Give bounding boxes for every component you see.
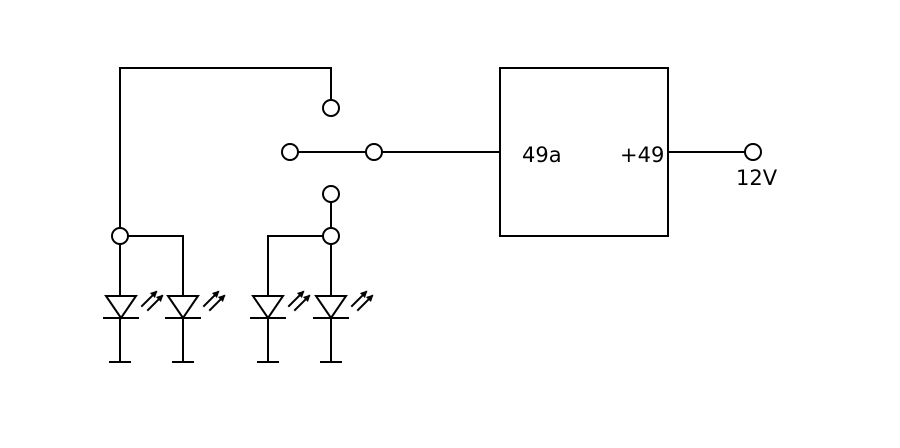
right-led-bus-wire [267,235,332,297]
switch-contact-bottom [322,185,340,203]
supply-terminal [744,143,762,161]
switch-contact-common [365,143,383,161]
diode-triangle [314,295,348,320]
light-arrow [140,290,158,308]
switch-contact-top [322,99,340,117]
supply-voltage-label: 12V [736,166,778,190]
top-feed-wire [119,67,332,237]
relay-output-label: +49 [620,143,664,167]
switch-contact-left [281,143,299,161]
led-1 [103,290,164,363]
light-arrow [356,294,374,312]
led-2 [165,290,226,363]
diode-triangle [166,295,200,320]
left-junction-terminal [111,227,129,245]
light-arrow [293,294,311,312]
light-arrow [208,294,226,312]
diode-triangle [251,295,285,320]
relay-input-label: 49a [522,143,562,167]
light-arrow [287,290,305,308]
led-4 [313,290,374,363]
relay-box [499,67,669,237]
light-arrow [146,294,164,312]
diode-triangle [104,295,138,320]
light-arrow [202,290,220,308]
right-junction-terminal [322,227,340,245]
left-led-bus-wire [119,235,184,297]
light-arrow [350,290,368,308]
led-3 [250,290,311,363]
